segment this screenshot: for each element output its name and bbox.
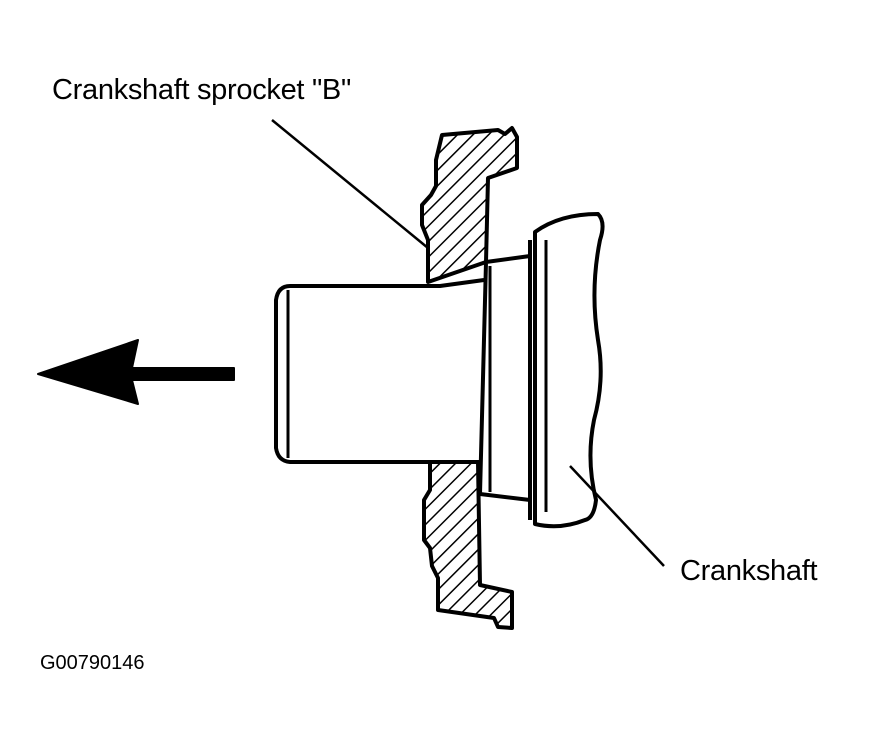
sprocket-lower-section xyxy=(422,460,514,630)
crankshaft-label: Crankshaft xyxy=(680,555,818,587)
sprocket-leader-line xyxy=(271,119,429,249)
crankshaft-leader-line xyxy=(569,465,665,567)
sprocket-upper-section xyxy=(420,126,519,284)
left-arrow-icon xyxy=(37,339,235,405)
shaft-nose xyxy=(274,278,485,464)
sprocket-label: Crankshaft sprocket "B" xyxy=(52,74,351,106)
figure-id: G00790146 xyxy=(40,652,145,674)
crankshaft-body xyxy=(533,212,605,529)
shaft-collar xyxy=(478,254,532,502)
